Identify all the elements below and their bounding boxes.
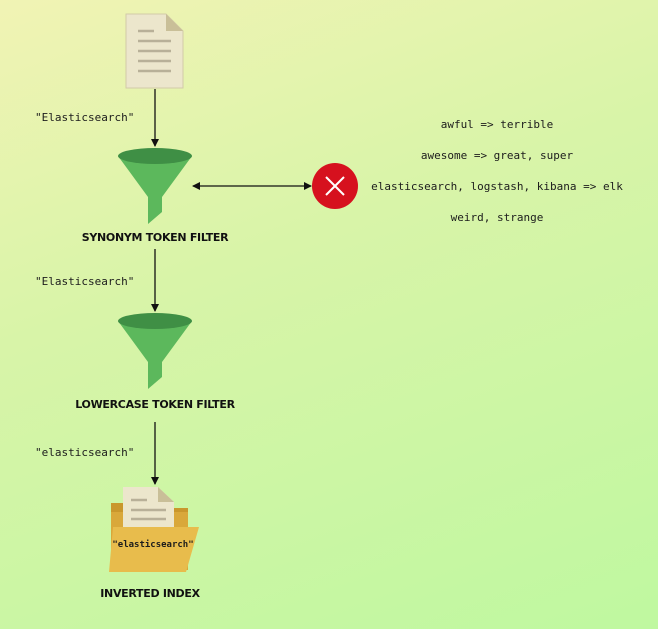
folder-icon [109,487,199,572]
synonym-funnel-icon [118,148,192,224]
token-label-input: "Elasticsearch" [35,111,135,124]
synonym-rule: elasticsearch, logstash, kibana => elk [371,180,623,193]
synonym-filter-label: SYNONYM TOKEN FILTER [81,231,229,244]
synonym-rule: weird, strange [450,211,544,224]
token-label-after-synonym: "Elasticsearch" [35,275,135,288]
synonym-rule: awful => terrible [440,118,554,131]
lowercase-filter-label: LOWERCASE TOKEN FILTER [75,398,235,411]
document-icon [125,13,184,89]
synonym-rule: awesome => great, super [420,149,574,162]
error-x-icon [312,163,358,209]
index-token: "elasticsearch" [112,540,194,550]
synonym-rules: awful => terrible awesome => great, supe… [371,118,623,242]
inverted-index-label: INVERTED INDEX [100,587,200,600]
token-label-after-lowercase: "elasticsearch" [35,446,135,459]
lowercase-funnel-icon [118,313,192,389]
